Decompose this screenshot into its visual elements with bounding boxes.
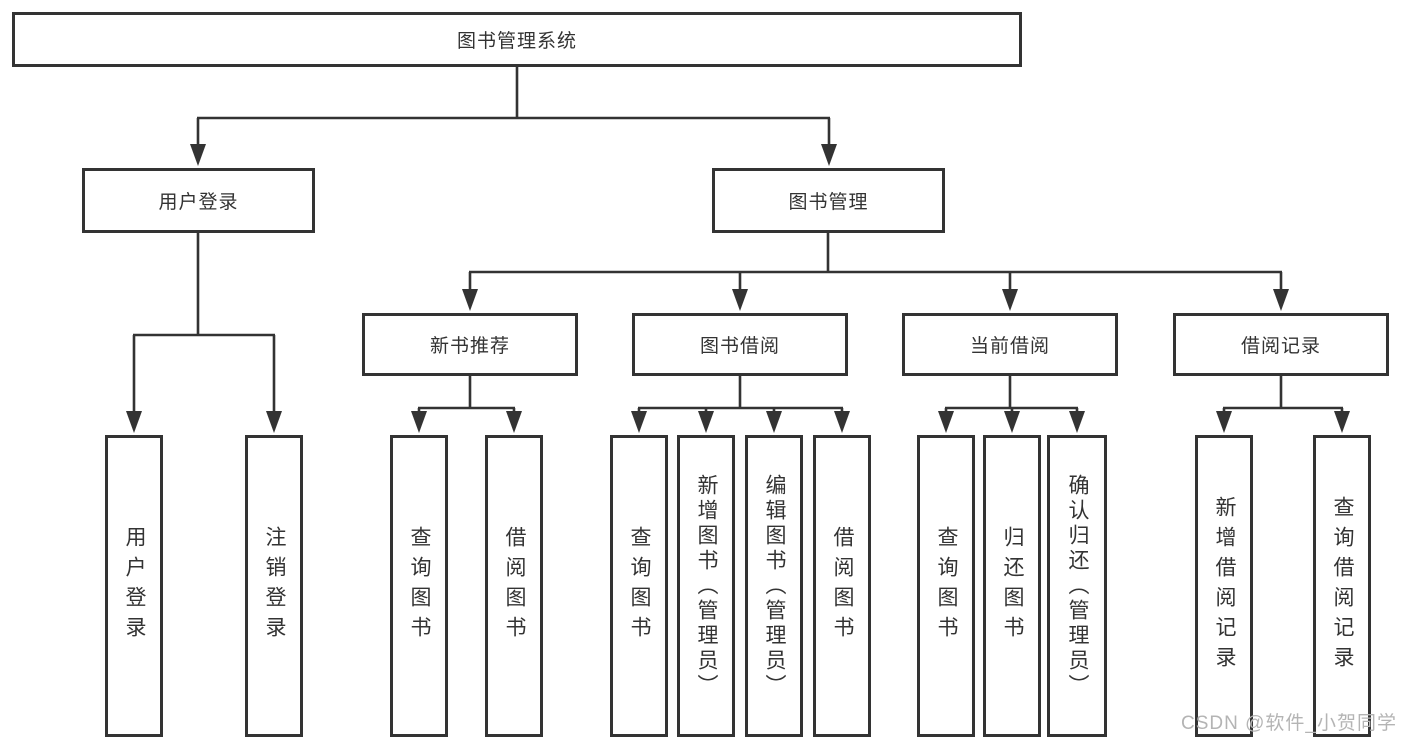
- node-label: 注销登录: [263, 526, 286, 646]
- node-label: 用户登录: [123, 526, 146, 646]
- leaf-borrow-book: 借阅图书: [813, 435, 871, 737]
- node-label: 当前借阅: [969, 336, 1050, 357]
- node-label: 借阅记录: [1240, 336, 1321, 357]
- node-current-borrow: 当前借阅: [902, 313, 1118, 376]
- node-book-management: 图书管理: [712, 168, 945, 233]
- node-label: 图书借阅: [699, 336, 780, 357]
- node-label: 查询图书: [935, 526, 958, 646]
- node-label: 借阅图书: [831, 526, 854, 646]
- node-label: 归还图书: [1001, 526, 1024, 646]
- node-label: 编辑图书（管理员）: [763, 473, 786, 699]
- leaf-add-book-admin: 新增图书（管理员）: [677, 435, 735, 737]
- node-book-borrow: 图书借阅: [632, 313, 848, 376]
- node-label: 借阅图书: [503, 526, 526, 646]
- node-label: 查询图书: [408, 526, 431, 646]
- leaf-borrow-book-recommend: 借阅图书: [485, 435, 543, 737]
- leaf-edit-book-admin: 编辑图书（管理员）: [745, 435, 803, 737]
- node-label: 新书推荐: [429, 336, 510, 357]
- node-label: 新增图书（管理员）: [695, 473, 718, 699]
- node-label: 查询借阅记录: [1331, 496, 1354, 676]
- leaf-query-book-borrow: 查询图书: [610, 435, 668, 737]
- node-label: 用户登录: [158, 192, 239, 213]
- node-label: 新增借阅记录: [1213, 496, 1236, 676]
- node-label: 图书管理系统: [456, 31, 577, 52]
- node-new-book-recommend: 新书推荐: [362, 313, 578, 376]
- node-borrow-records: 借阅记录: [1173, 313, 1389, 376]
- node-root-system: 图书管理系统: [12, 12, 1022, 67]
- leaf-confirm-return-admin: 确认归还（管理员）: [1047, 435, 1107, 737]
- node-label: 查询图书: [628, 526, 651, 646]
- leaf-return-book: 归还图书: [983, 435, 1041, 737]
- node-label: 确认归还（管理员）: [1066, 473, 1089, 699]
- leaf-logout: 注销登录: [245, 435, 303, 737]
- leaf-query-book-recommend: 查询图书: [390, 435, 448, 737]
- leaf-query-book-current: 查询图书: [917, 435, 975, 737]
- leaf-user-login: 用户登录: [105, 435, 163, 737]
- leaf-add-borrow-record: 新增借阅记录: [1195, 435, 1253, 737]
- leaf-query-borrow-record: 查询借阅记录: [1313, 435, 1371, 737]
- node-label: 图书管理: [788, 192, 869, 213]
- node-user-login: 用户登录: [82, 168, 315, 233]
